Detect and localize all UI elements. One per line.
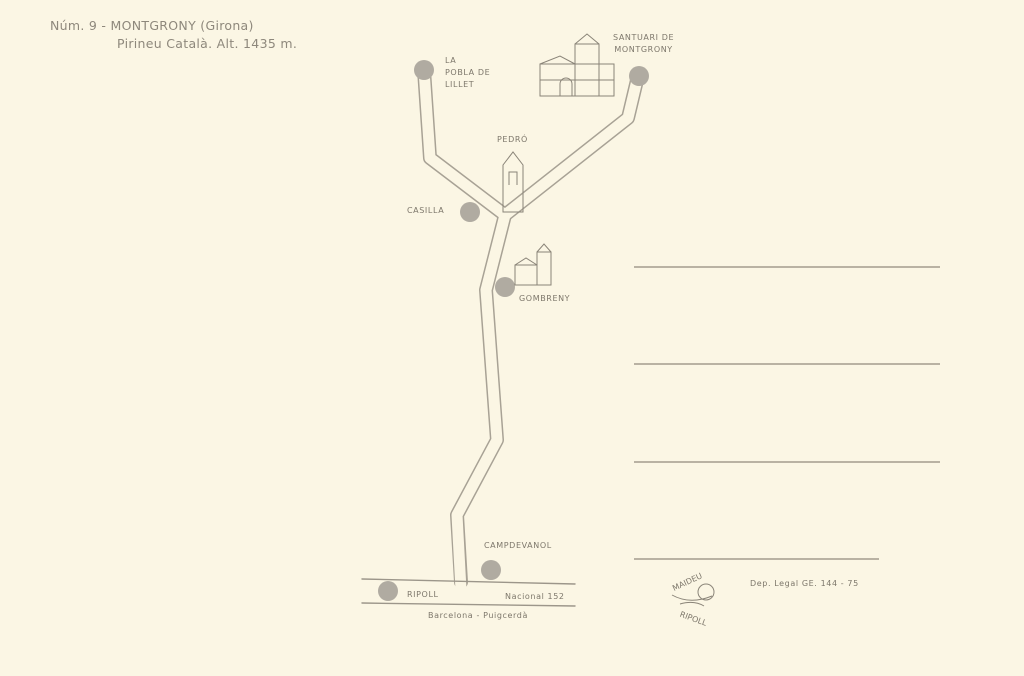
- address-line-4: [634, 558, 879, 560]
- label-ripoll: RIPOLL: [407, 590, 439, 599]
- logo-top-text: MAIDEU: [671, 571, 704, 593]
- address-line-1: [634, 266, 940, 268]
- road-route: Barcelona - Puigcerdà: [428, 611, 528, 620]
- label-casilla: CASILLA: [407, 206, 445, 215]
- dot-campdevanol: [481, 560, 501, 580]
- shrine-icon: [502, 151, 524, 213]
- dot-la-pobla: [414, 60, 434, 80]
- card-subtitle: Pirineu Català. Alt. 1435 m.: [117, 36, 298, 51]
- label-pedro: PEDRÓ: [497, 135, 528, 144]
- label-line: LILLET: [445, 80, 475, 89]
- road-label: Nacional 152: [505, 592, 565, 601]
- logo-bottom-text: RIPOLL: [679, 610, 709, 628]
- label-line: SANTUARI DE: [613, 33, 675, 42]
- label-la-pobla: LA POBLA DE LILLET: [445, 55, 490, 91]
- dot-ripoll: [378, 581, 398, 601]
- dot-casilla: [460, 202, 480, 222]
- national-road-bottom: [361, 602, 576, 607]
- small-church-icon: [514, 243, 552, 286]
- national-road-top: [361, 578, 576, 585]
- address-line-3: [634, 461, 940, 463]
- church-icon: [539, 33, 615, 97]
- label-line: POBLA DE: [445, 68, 491, 77]
- legal-deposit: Dep. Legal GE. 144 - 75: [750, 579, 859, 588]
- address-line-2: [634, 363, 940, 365]
- dot-santuari: [629, 66, 649, 86]
- label-gombreny: GOMBRENY: [519, 294, 571, 303]
- dot-gombreny: [495, 277, 515, 297]
- label-campdevanol: CAMPDEVANOL: [484, 541, 552, 550]
- card-title: Núm. 9 - MONTGRONY (Girona): [50, 18, 254, 33]
- label-santuari: SANTUARI DE MONTGRONY: [613, 32, 674, 56]
- label-line: LA: [445, 56, 457, 65]
- label-line: MONTGRONY: [614, 45, 673, 54]
- publisher-logo: [671, 583, 715, 607]
